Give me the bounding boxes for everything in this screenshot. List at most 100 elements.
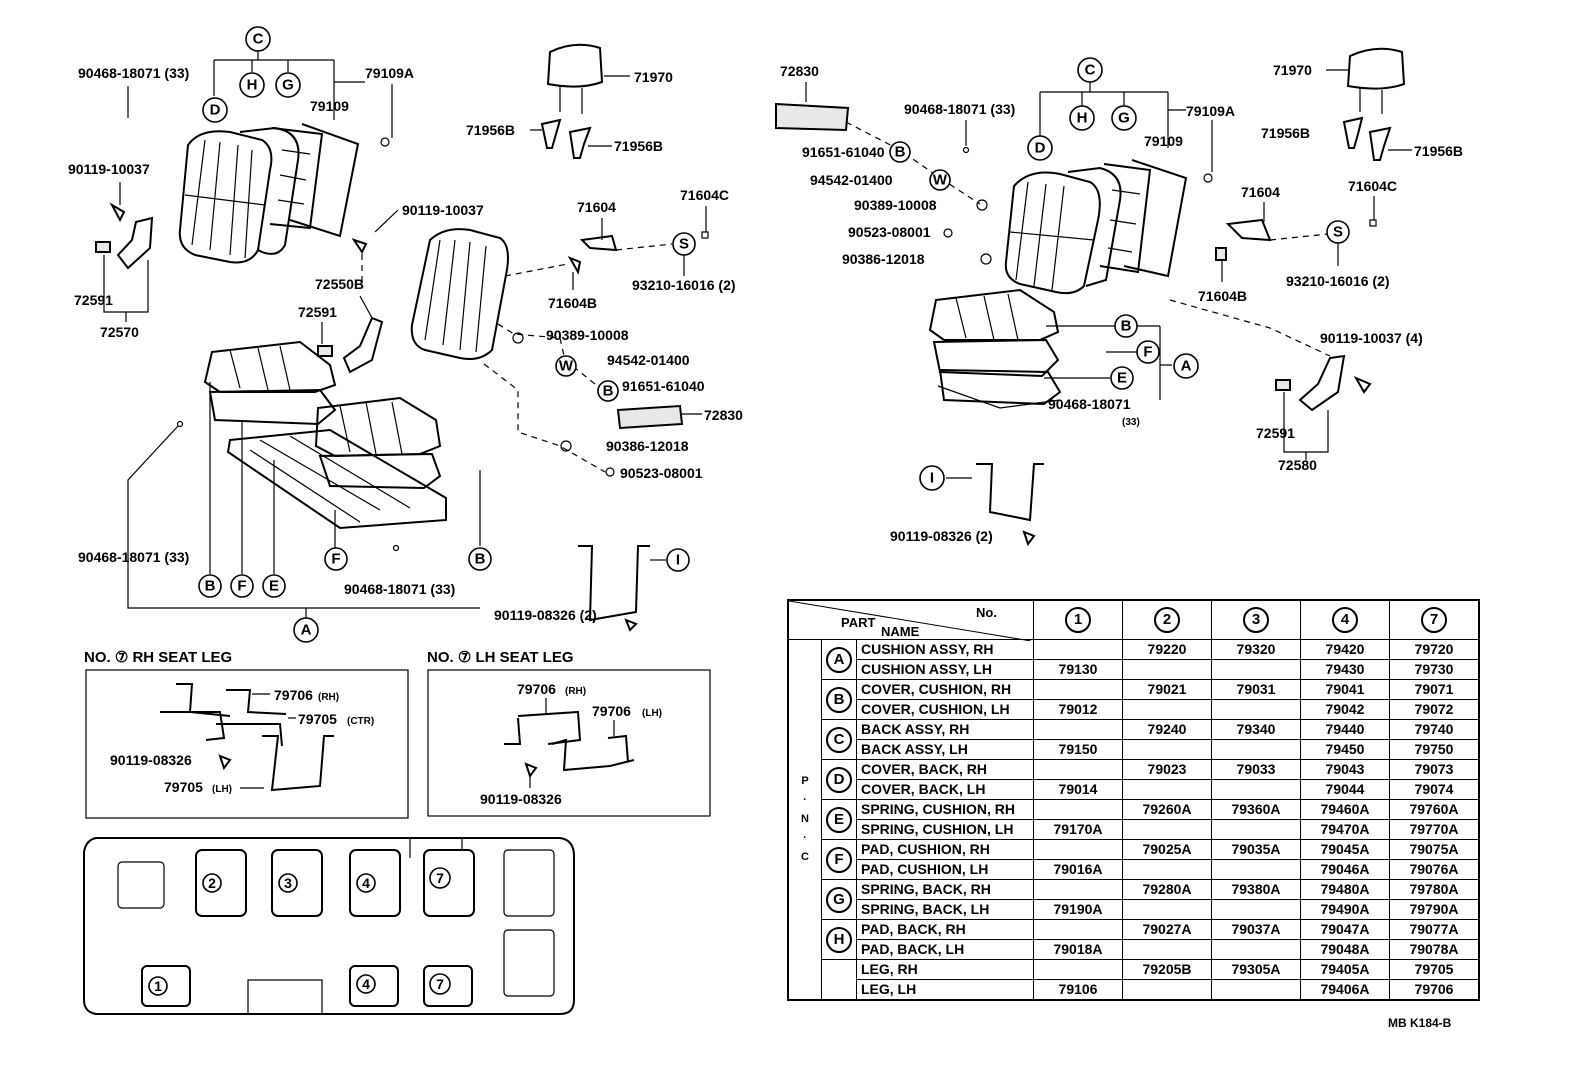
callout-circle-g-right: [1111, 105, 1137, 131]
part-number-cell: 79014: [1033, 779, 1123, 800]
label-94542-01400-right: 94542-01400: [810, 172, 893, 188]
leg-79705-ctr: [216, 689, 287, 747]
label-90119-08326-2-right: 90119-08326 (2): [890, 528, 993, 544]
cushion-rear-stitch: [229, 345, 291, 391]
spring-right-wires: [1107, 189, 1141, 253]
left-cushion-group: 90468-18071 (33) B F E F B 90468-18071 (…: [78, 340, 690, 643]
part-number-cell: 79430: [1300, 659, 1390, 680]
part-number-cell: 79405A: [1300, 959, 1390, 980]
callout-letter-f2: F: [331, 551, 340, 568]
leader-72580: [1283, 392, 1329, 460]
callout-circle-b-left: [597, 380, 619, 402]
cushion-cover-right: [928, 288, 1060, 341]
group-letter-cell: B: [821, 679, 857, 720]
header-part-name-cell: No. PART NAME: [787, 599, 1034, 641]
label-79706-rh-sub: (RH): [318, 692, 339, 703]
label-79705-ctr: 79705: [298, 711, 337, 727]
callout-letter-b-left: B: [603, 383, 614, 400]
callout-letter-g-right: G: [1118, 110, 1130, 127]
bolt-90119-a: [109, 202, 126, 223]
group-letter-cell: A: [821, 639, 857, 680]
clip-79109a: [380, 137, 390, 147]
label-90468-18071-33-right: 90468-18071 (33): [904, 101, 1015, 117]
label-79705-lh-sub: (LH): [212, 784, 232, 795]
label-71956b-b-right: 71956B: [1414, 143, 1463, 159]
seatback-spring: [269, 127, 324, 230]
cover-72830: [616, 404, 684, 430]
part-name: COVER, CUSHION, RH: [856, 679, 1034, 700]
label-71956b-b: 71956B: [614, 138, 663, 154]
label-79109-right: 79109: [1144, 133, 1183, 149]
seat-4-upper: [349, 849, 401, 917]
callout-letter-i-right: I: [930, 470, 934, 487]
seat-1: [141, 965, 191, 1007]
part-number-cell: 79205B: [1122, 959, 1212, 980]
part-number-cell: 79033: [1211, 759, 1301, 780]
guide-71956b-b: [568, 126, 592, 159]
header-col-4-label: 4: [1332, 607, 1358, 633]
bolt-90119-10037-4: [1353, 375, 1372, 394]
callout-letter-b1: B: [205, 578, 216, 595]
rh-seat-leg-frame: [85, 669, 409, 819]
part-number-cell: 79045A: [1300, 839, 1390, 860]
label-79705-lh: 79705: [164, 779, 203, 795]
label-90386-12018: 90386-12018: [606, 438, 689, 454]
part-number-cell: 79037A: [1211, 919, 1301, 940]
label-90386-12018-right: 90386-12018: [842, 251, 925, 267]
part-number-cell: [1211, 819, 1301, 840]
group-letter: B: [826, 686, 852, 713]
part-number-cell: 79440: [1300, 719, 1390, 740]
parts-table-header-row: No. PART NAME 1 2 3 4 7: [787, 599, 1480, 641]
part-number-cell: [1033, 839, 1123, 860]
part-number-cell: 79470A: [1300, 819, 1390, 840]
callout-circle-i-right: [919, 465, 945, 491]
label-79705-ctr-sub: (CTR): [347, 716, 374, 727]
vehicle-outline: [83, 837, 575, 1015]
header-name: NAME: [881, 624, 920, 639]
bolt-71604b: [567, 256, 582, 275]
clip-90468-right: [962, 146, 970, 154]
part-number-cell: 79044: [1300, 779, 1390, 800]
part-number-cell: 79480A: [1300, 879, 1390, 900]
label-90119-10037-4: 90119-10037 (4): [1320, 330, 1423, 346]
group-letter-cell: H: [821, 919, 857, 960]
lh-seat-leg-title: NO. ⑦ LH SEAT LEG: [427, 649, 574, 666]
part-number-cell: [1211, 859, 1301, 880]
label-72580: 72580: [1278, 457, 1317, 473]
step-well: [247, 979, 323, 1015]
label-90468-18071-33-a: 90468-18071 (33): [78, 549, 189, 565]
part-number-cell: [1211, 899, 1301, 920]
headrest-stays: [559, 86, 583, 114]
part-name: CUSHION ASSY, RH: [856, 639, 1034, 660]
bolt-90119-08326-right: [1022, 530, 1036, 547]
part-name: SPRING, BACK, LH: [856, 899, 1034, 920]
leg-i-right: [976, 463, 1044, 522]
callout-circle-d: [202, 97, 228, 123]
hinge-72580: [1298, 354, 1346, 412]
part-number-cell: [1122, 859, 1212, 880]
group-letter: A: [826, 646, 852, 673]
part-number-cell: [1033, 719, 1123, 740]
callout-circle-bb: [1114, 314, 1138, 338]
label-90468-18071-right: 90468-18071: [1048, 396, 1131, 412]
leader-79109a-right: [1168, 109, 1213, 172]
seatback-board: [289, 123, 360, 238]
callout-letter-a-left: A: [301, 622, 312, 639]
group-letter: D: [826, 766, 852, 793]
part-number-cell: 79406A: [1300, 979, 1390, 1001]
part-number-cell: [1211, 739, 1301, 760]
callout-circle-b-right: [889, 141, 911, 163]
header-part: PART: [841, 615, 876, 630]
callout-circle-w-right: [929, 169, 951, 191]
part-number-cell: 79072: [1389, 699, 1480, 720]
header-col-2-label: 2: [1154, 607, 1180, 633]
header-no: No.: [976, 605, 997, 620]
seat-layout-plan: 2 3 4 7 1 4 7: [83, 837, 575, 1015]
part-number-cell: 79420: [1300, 639, 1390, 660]
